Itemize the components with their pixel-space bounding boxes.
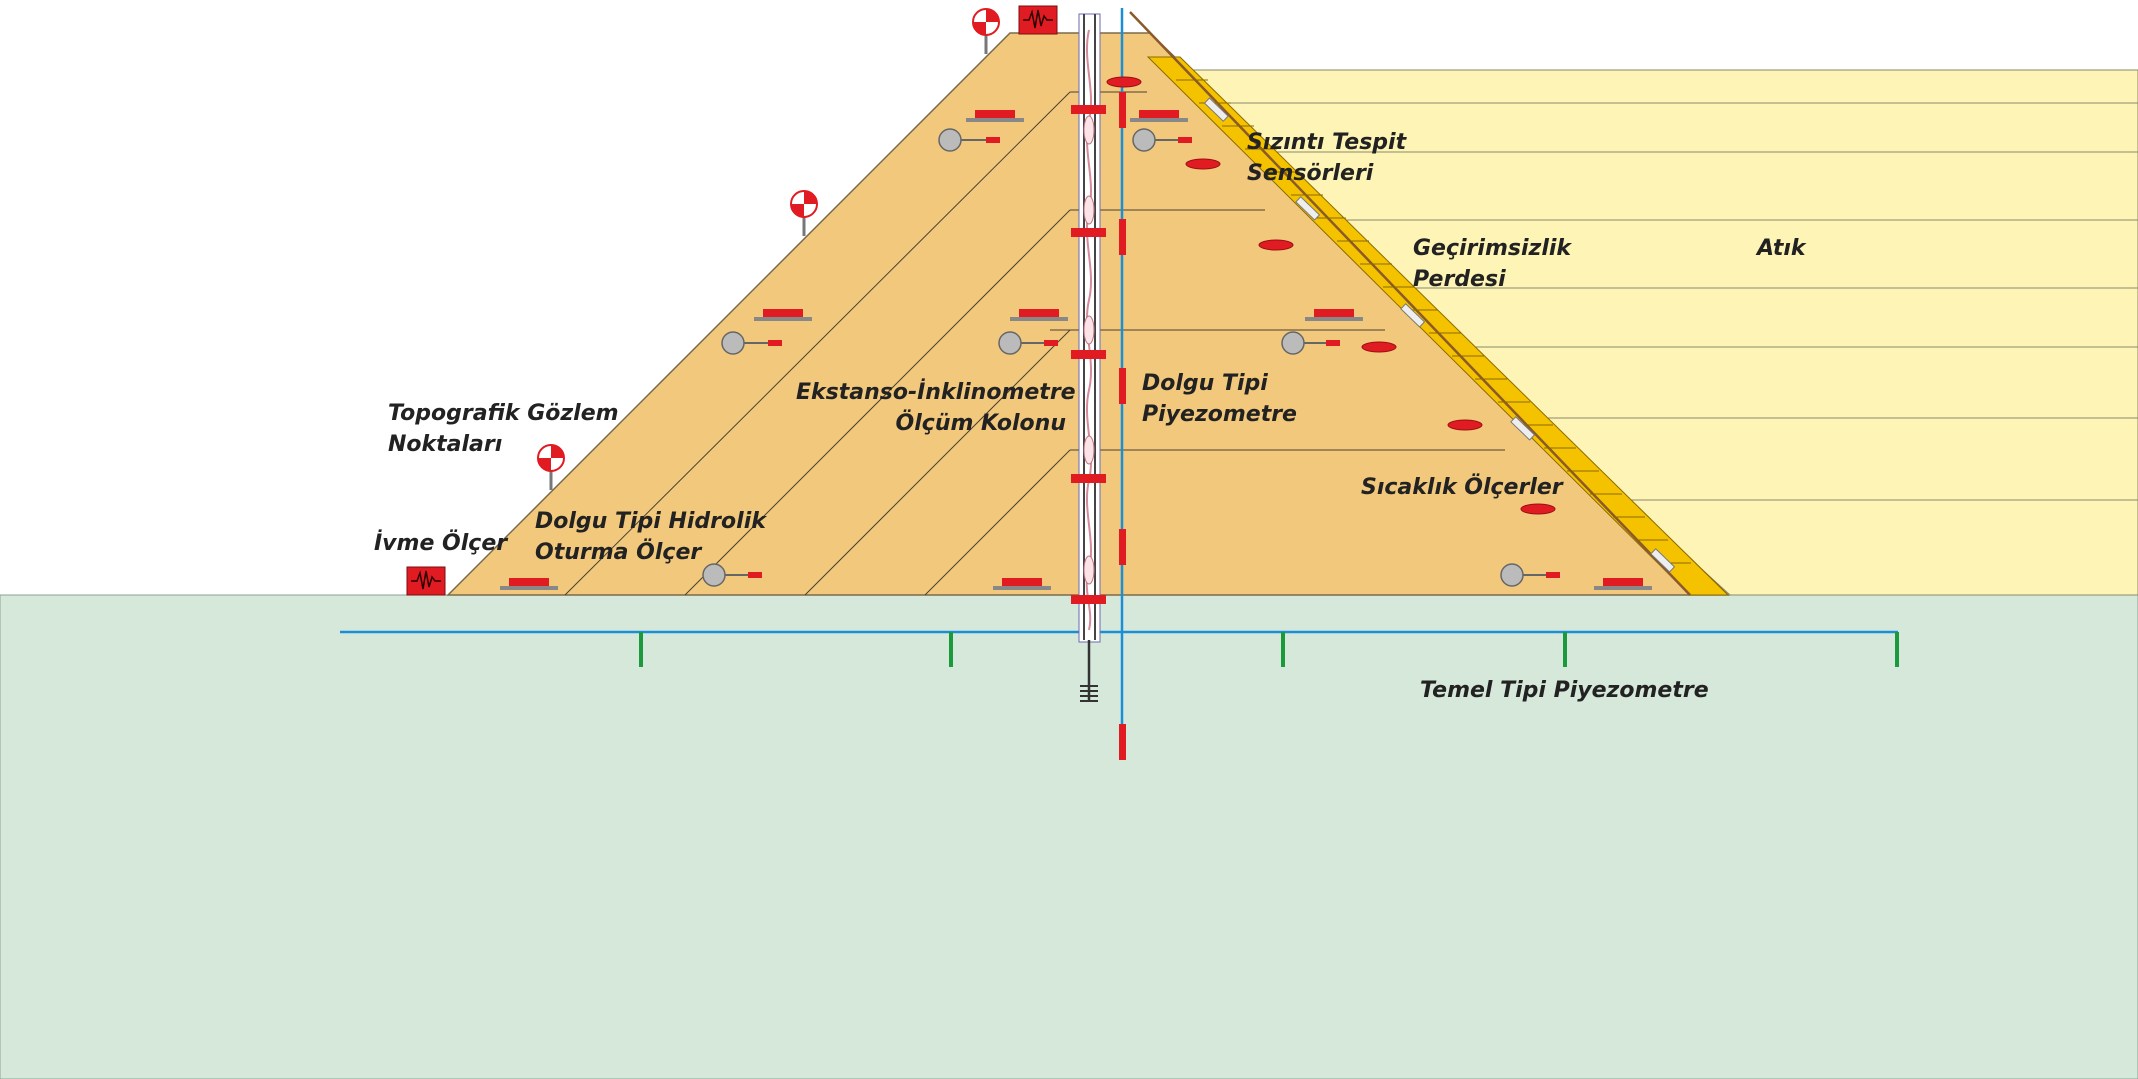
label-line: Dolgu Tipi Hidrolik xyxy=(535,509,766,534)
label-foundation-piezometer: Temel Tipi Piyezometre xyxy=(1420,678,1709,703)
label-line: Noktaları xyxy=(388,432,503,457)
label-tailings: Atık xyxy=(1757,236,1806,261)
survey-target-icon xyxy=(790,190,818,236)
extensometer-anchor xyxy=(1071,105,1106,114)
fill-piezometer xyxy=(1119,724,1126,760)
seepage-sensor xyxy=(1650,548,1676,573)
settlement-plate xyxy=(993,578,1051,590)
settlement-cell xyxy=(938,128,1000,152)
label-line: Ekstanso-İnklinometre xyxy=(796,380,1076,405)
label-line: Perdesi xyxy=(1413,267,1506,292)
settlement-plate xyxy=(1130,110,1188,122)
settlement-cell xyxy=(1500,563,1560,587)
settlement-cell xyxy=(721,331,782,355)
extensometer-anchor xyxy=(1071,595,1106,604)
temperature-sensor xyxy=(1361,341,1397,353)
extensometer-anchor xyxy=(1071,228,1106,237)
seepage-sensor xyxy=(1510,416,1536,441)
accelerometer-icon xyxy=(406,566,446,596)
temperature-sensor xyxy=(1106,76,1142,88)
seepage-sensor xyxy=(1400,303,1426,328)
topographic-points xyxy=(537,8,1000,490)
seepage-sensors xyxy=(1203,97,1676,573)
label-line: Sensörleri xyxy=(1247,161,1374,186)
fill-piezometer xyxy=(1119,219,1126,255)
extenso-inclinometer-column xyxy=(1050,13,1106,702)
settlement-cell xyxy=(998,331,1058,355)
extensometer-anchor xyxy=(1071,350,1106,359)
impermeable-liner xyxy=(1129,11,1730,596)
survey-target-icon xyxy=(537,444,565,490)
settlement-plate xyxy=(966,110,1024,122)
label-seepage-sensors: Sızıntı Tespit Sensörleri xyxy=(1247,127,1406,189)
seepage-sensor xyxy=(1203,97,1229,122)
fill-piezometer xyxy=(1119,529,1126,565)
settlement-plate xyxy=(500,578,558,590)
fill-piezometer-line xyxy=(1119,8,1126,760)
fill-piezometer xyxy=(1119,368,1126,404)
label-extenso-inclinometer: Ekstanso-İnklinometre Ölçüm Kolonu xyxy=(796,377,1076,439)
label-accelerometer: İvme Ölçer xyxy=(374,531,508,556)
temperature-sensor xyxy=(1258,239,1294,251)
settlement-cell xyxy=(702,563,762,587)
settlement-cell xyxy=(1132,128,1192,152)
temperature-sensor xyxy=(1447,419,1483,431)
label-line: Piyezometre xyxy=(1142,402,1297,427)
label-line: Geçirimsizlik xyxy=(1413,236,1572,261)
settlement-plate xyxy=(754,309,812,321)
settlement-cell xyxy=(1281,331,1340,355)
label-temperature-sensors: Sıcaklık Ölçerler xyxy=(1361,475,1563,500)
label-line: Topografik Gözlem xyxy=(388,401,619,426)
seepage-sensor xyxy=(1295,196,1321,221)
fill-piezometer xyxy=(1119,92,1126,128)
label-hydraulic-settlement: Dolgu Tipi Hidrolik Oturma Ölçer xyxy=(535,506,766,568)
accelerometer-icon xyxy=(1018,5,1058,35)
foundation-piezometer-line xyxy=(340,630,1899,667)
settlement-plate xyxy=(1010,309,1068,321)
label-line: Ölçüm Kolonu xyxy=(895,411,1066,436)
settlement-plate xyxy=(1594,578,1652,590)
settlement-plate xyxy=(1305,309,1363,321)
label-fill-piezometer: Dolgu Tipi Piyezometre xyxy=(1142,368,1297,430)
temperature-sensor xyxy=(1520,503,1556,515)
temperature-sensor xyxy=(1185,158,1221,170)
settlement-cells xyxy=(702,128,1560,587)
temperature-sensors xyxy=(1106,76,1556,515)
foundation-ground xyxy=(0,594,2138,1079)
accelerometers xyxy=(406,5,1058,596)
label-line: Sızıntı Tespit xyxy=(1247,130,1407,155)
label-topographic-points: Topografik Gözlem Noktaları xyxy=(388,398,619,460)
label-line: Oturma Ölçer xyxy=(535,540,702,565)
survey-target-icon xyxy=(972,8,1000,54)
extensometer-anchor xyxy=(1071,474,1106,483)
label-impermeable-liner: Geçirimsizlik Perdesi xyxy=(1413,233,1571,295)
settlement-plates xyxy=(500,110,1652,590)
label-line: Dolgu Tipi xyxy=(1142,371,1268,396)
